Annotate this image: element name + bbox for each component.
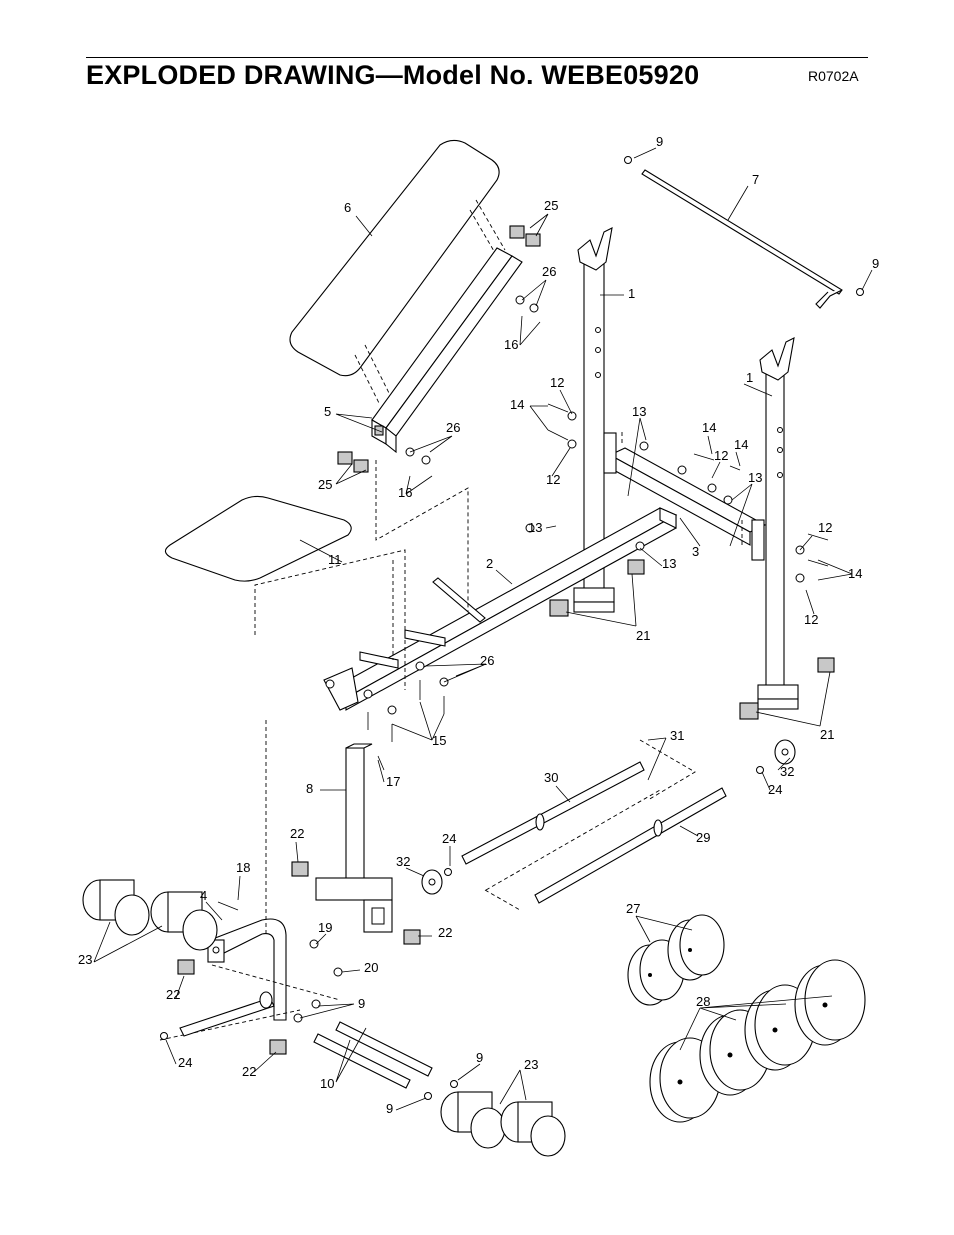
callout-25b: 25 bbox=[318, 477, 332, 492]
callout-27: 27 bbox=[626, 901, 640, 916]
callout-23b: 23 bbox=[524, 1057, 538, 1072]
leader-lines bbox=[93, 147, 873, 1111]
callout-13c: 13 bbox=[528, 520, 542, 535]
callout-22c: 22 bbox=[166, 987, 180, 1002]
callout-13b: 13 bbox=[748, 470, 762, 485]
callout-1a: 1 bbox=[628, 286, 635, 301]
upright-left bbox=[573, 227, 615, 613]
callout-22a: 22 bbox=[290, 826, 304, 841]
hardware bbox=[160, 156, 864, 1100]
callout-23a: 23 bbox=[78, 952, 92, 967]
drawing-code: R0702A bbox=[808, 68, 859, 84]
callout-9a: 9 bbox=[656, 134, 663, 149]
callout-21a: 21 bbox=[636, 628, 650, 643]
backrest-pad bbox=[289, 139, 500, 377]
callout-labels: 9 7 9 6 25 26 1 16 1 12 14 5 13 26 14 14… bbox=[78, 134, 879, 1116]
callout-13a: 13 bbox=[632, 404, 646, 419]
callout-32b: 32 bbox=[780, 764, 794, 779]
leg-lift bbox=[207, 918, 287, 1021]
callout-12a: 12 bbox=[550, 375, 564, 390]
callout-2: 2 bbox=[486, 556, 493, 571]
callout-3: 3 bbox=[692, 544, 699, 559]
seat-post bbox=[315, 743, 393, 933]
callout-28: 28 bbox=[696, 994, 710, 1009]
callout-9d: 9 bbox=[476, 1050, 483, 1065]
pad-tubes bbox=[179, 991, 433, 1089]
main-frame bbox=[323, 507, 678, 711]
upright-right bbox=[757, 337, 799, 710]
page-title: EXPLODED DRAWING—Model No. WEBE05920 bbox=[86, 60, 700, 90]
collars bbox=[421, 739, 796, 895]
callout-31: 31 bbox=[670, 728, 684, 743]
callout-4: 4 bbox=[200, 888, 207, 903]
callout-14d: 14 bbox=[848, 566, 862, 581]
callout-9e: 9 bbox=[386, 1101, 393, 1116]
callout-9c: 9 bbox=[358, 996, 365, 1011]
callout-12e: 12 bbox=[804, 612, 818, 627]
spotter-rod bbox=[641, 169, 843, 309]
callout-1b: 1 bbox=[746, 370, 753, 385]
callout-18: 18 bbox=[236, 860, 250, 875]
callout-14a: 14 bbox=[510, 397, 524, 412]
callout-29: 29 bbox=[696, 830, 710, 845]
callout-20: 20 bbox=[364, 960, 378, 975]
callout-21b: 21 bbox=[820, 727, 834, 742]
callout-11: 11 bbox=[328, 552, 342, 567]
header-rule bbox=[86, 57, 868, 58]
callout-26a: 26 bbox=[542, 264, 556, 279]
callout-13d: 13 bbox=[662, 556, 676, 571]
callout-32a: 32 bbox=[396, 854, 410, 869]
callout-12c: 12 bbox=[546, 472, 560, 487]
callout-24a: 24 bbox=[768, 782, 782, 797]
callout-7: 7 bbox=[752, 172, 759, 187]
callout-5: 5 bbox=[324, 404, 331, 419]
callout-10: 10 bbox=[320, 1076, 334, 1091]
callout-16a: 16 bbox=[504, 337, 518, 352]
callout-15: 15 bbox=[432, 733, 446, 748]
callout-12b: 12 bbox=[714, 448, 728, 463]
callout-22d: 22 bbox=[242, 1064, 256, 1079]
seat-pad bbox=[164, 495, 352, 582]
barbells bbox=[461, 761, 727, 904]
crossbar bbox=[603, 432, 767, 561]
callout-19: 19 bbox=[318, 920, 332, 935]
plates-large bbox=[649, 959, 866, 1123]
callout-22b: 22 bbox=[438, 925, 452, 940]
backrest-frame bbox=[371, 247, 523, 454]
callout-16b: 16 bbox=[398, 485, 412, 500]
callout-24b: 24 bbox=[442, 831, 456, 846]
callout-17: 17 bbox=[386, 774, 400, 789]
callout-25a: 25 bbox=[544, 198, 558, 213]
callout-24c: 24 bbox=[178, 1055, 192, 1070]
callout-14b: 14 bbox=[702, 420, 716, 435]
callout-30: 30 bbox=[544, 770, 558, 785]
callout-26b: 26 bbox=[446, 420, 460, 435]
callout-12d: 12 bbox=[818, 520, 832, 535]
roller-pads bbox=[82, 879, 566, 1157]
callout-9b: 9 bbox=[872, 256, 879, 271]
callout-14c: 14 bbox=[734, 437, 748, 452]
callout-8: 8 bbox=[306, 781, 313, 796]
callout-6: 6 bbox=[344, 200, 351, 215]
